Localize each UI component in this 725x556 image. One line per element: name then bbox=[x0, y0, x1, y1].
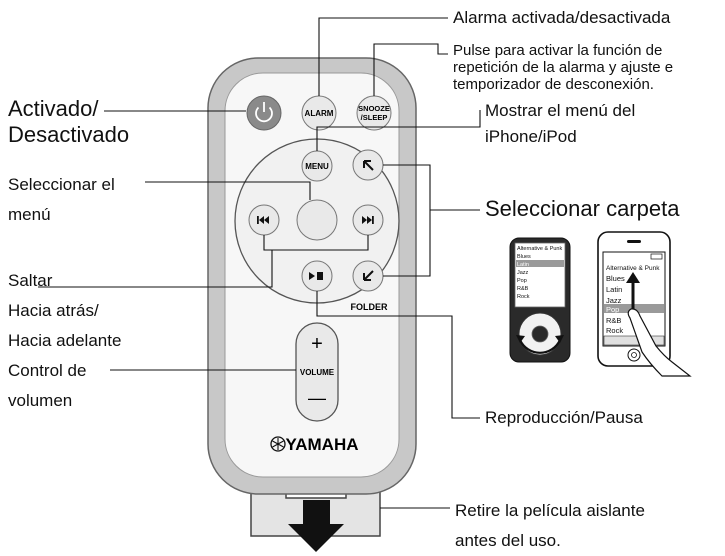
label-skip-line1: Saltar bbox=[8, 271, 53, 290]
folder-down-button[interactable] bbox=[352, 260, 384, 292]
volume-label: VOLUME bbox=[300, 368, 335, 377]
next-button[interactable] bbox=[352, 204, 384, 236]
label-select-menu-line1: Seleccionar el bbox=[8, 175, 115, 194]
label-snooze-line3: temporizador de desconexión. bbox=[453, 76, 654, 93]
alarm-button[interactable]: ALARM bbox=[301, 95, 337, 131]
folder-label: FOLDER bbox=[351, 302, 388, 312]
ipod-menu-item: R&B bbox=[517, 286, 529, 292]
label-volume-line2: volumen bbox=[8, 391, 73, 410]
yamaha-logo: YAMAHA bbox=[270, 435, 359, 454]
label-select-menu-line2: menú bbox=[8, 205, 51, 224]
folder-up-button[interactable] bbox=[352, 149, 384, 181]
label-remove-film-line2: antes del uso. bbox=[455, 531, 561, 550]
label-snooze-line2: repetición de la alarma y ajuste e bbox=[453, 59, 674, 76]
menu-button[interactable]: MENU bbox=[301, 150, 333, 182]
iphone-menu-item: Jazz bbox=[606, 296, 622, 305]
iphone-screen bbox=[602, 251, 666, 347]
ipod-menu-item: Latin bbox=[517, 262, 529, 268]
ipod-menu-item: Jazz bbox=[517, 270, 529, 276]
previous-button[interactable] bbox=[248, 204, 280, 236]
label-remove-film: Retire la película aislante antes del us… bbox=[455, 496, 645, 556]
label-volume-line1: Control de bbox=[8, 361, 87, 380]
alarm-button-label: ALARM bbox=[305, 109, 334, 118]
ipod-menu-item: Alternative & Punk bbox=[517, 246, 562, 252]
insulating-film bbox=[250, 485, 381, 552]
label-select-folder: Seleccionar carpeta bbox=[485, 196, 680, 221]
label-select-menu: Seleccionar el menú bbox=[8, 170, 115, 230]
label-skip-line2: Hacia atrás/ bbox=[8, 301, 99, 320]
iphone-menu-item: Rock bbox=[606, 326, 623, 335]
iphone-menu-item: Blues bbox=[606, 274, 625, 283]
play-pause-icon bbox=[309, 272, 323, 280]
ipod-illustration: Alternative & Punk Blues Latin Jazz Pop … bbox=[509, 237, 571, 363]
label-show-menu-line1: Mostrar el menú del bbox=[485, 101, 636, 120]
label-volume: Control de volumen bbox=[8, 356, 86, 416]
iphone-menu-item: R&B bbox=[606, 316, 621, 325]
label-show-menu-line2: iPhone/iPod bbox=[485, 127, 577, 146]
brand-text: YAMAHA bbox=[285, 435, 358, 454]
label-snooze: Pulse para activar la función de repetic… bbox=[453, 42, 673, 93]
rotate-arrow-icon bbox=[519, 339, 561, 354]
ipod-menu-item: Pop bbox=[517, 278, 527, 284]
volume-up-icon: + bbox=[311, 333, 323, 355]
label-skip: Saltar Hacia atrás/ Hacia adelante bbox=[8, 266, 121, 356]
skip-forward-icon bbox=[362, 216, 374, 224]
label-power-line2: Desactivado bbox=[8, 122, 130, 147]
iphone-menu-item: Latin bbox=[606, 285, 622, 294]
label-snooze-line1: Pulse para activar la función de bbox=[453, 42, 663, 59]
label-power: Activado/ Desactivado bbox=[8, 96, 129, 148]
ipod-menu-item: Blues bbox=[517, 254, 531, 260]
iphone-illustration: Alternative & Punk Blues Latin Jazz Pop … bbox=[597, 231, 692, 377]
volume-rocker[interactable]: + VOLUME — bbox=[295, 322, 339, 422]
ipod-menu-item: Rock bbox=[517, 294, 530, 300]
home-button-icon bbox=[627, 348, 641, 362]
iphone-menu-item: Alternative & Punk bbox=[606, 265, 660, 272]
snooze-label-line2: /SLEEP bbox=[361, 113, 388, 122]
power-icon bbox=[255, 106, 273, 123]
menu-button-label: MENU bbox=[305, 162, 329, 171]
power-button[interactable] bbox=[246, 95, 282, 131]
pull-arrow-icon bbox=[288, 500, 344, 552]
label-alarm-onoff: Alarma activada/desactivada bbox=[453, 8, 671, 27]
scroll-arrow-icon bbox=[626, 272, 640, 283]
yamaha-emblem-icon bbox=[270, 436, 286, 452]
label-skip-line3: Hacia adelante bbox=[8, 331, 122, 350]
snooze-sleep-button[interactable]: SNOOZE /SLEEP bbox=[356, 95, 392, 131]
arrow-down-left-icon bbox=[363, 270, 374, 281]
ipod-screen bbox=[514, 242, 566, 308]
volume-down-icon: — bbox=[308, 388, 326, 408]
play-pause-button[interactable] bbox=[301, 260, 333, 292]
label-show-menu: Mostrar el menú del iPhone/iPod bbox=[485, 98, 635, 150]
leader-lines bbox=[38, 17, 481, 509]
arrow-up-left-icon bbox=[363, 160, 374, 171]
skip-back-icon bbox=[257, 216, 269, 224]
label-remove-film-line1: Retire la película aislante bbox=[455, 501, 645, 520]
snooze-label-line1: SNOOZE bbox=[358, 104, 390, 113]
label-play-pause: Reproducción/Pausa bbox=[485, 408, 643, 427]
select-button[interactable] bbox=[296, 199, 338, 241]
label-power-line1: Activado/ bbox=[8, 96, 99, 121]
iphone-menu-item: Pop bbox=[606, 305, 619, 314]
finger-icon bbox=[627, 308, 692, 377]
